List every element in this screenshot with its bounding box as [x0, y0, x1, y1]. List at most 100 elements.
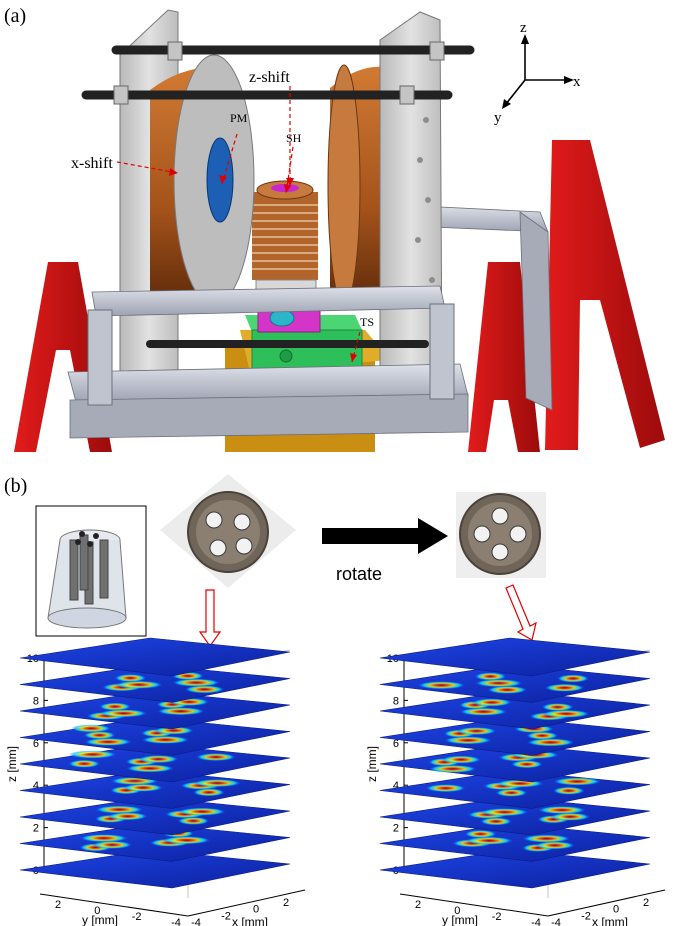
slice-plane: [19, 690, 291, 730]
phantom-3d-inset: [35, 505, 147, 637]
rod-nuts: [113, 41, 445, 105]
hollow-arrow-left: [198, 589, 222, 648]
x-tick-label: -4: [191, 917, 201, 926]
x-tick-label: 0: [613, 904, 619, 916]
intensity-spot: [474, 679, 523, 688]
y-tick-label: 2: [415, 899, 421, 911]
intensity-spot: [95, 805, 144, 814]
intensity-spot: [68, 759, 101, 768]
intensity-spot: [534, 841, 575, 850]
label-sh: SH: [286, 131, 302, 145]
xy-slice: [19, 743, 291, 783]
triad-y-label: y: [494, 110, 502, 126]
xy-slice: [379, 637, 651, 677]
intensity-spot: [192, 788, 225, 797]
intensity-spot: [114, 680, 163, 689]
slice-plane: [19, 796, 291, 836]
xy-slice: [19, 796, 291, 836]
intensity-spot: [557, 674, 589, 683]
y-tick-label: -2: [492, 911, 502, 923]
phantom-photo-rotated: [456, 492, 546, 578]
label-pm: PM: [230, 111, 248, 125]
hollow-arrow-right: [505, 584, 537, 641]
intensity-spot: [84, 737, 132, 746]
xy-slice: [379, 823, 651, 862]
xy-slice: [379, 796, 651, 836]
label-x-shift: x-shift: [71, 155, 113, 172]
x-tick-label: -2: [221, 910, 231, 922]
slice-plane: [379, 690, 651, 730]
y-axis-line: [399, 893, 549, 917]
slice-plane: [379, 849, 651, 889]
intensity-spot: [464, 829, 497, 838]
x-tick-label: -2: [581, 910, 591, 922]
slice-plane: [379, 796, 651, 836]
xy-slice: [379, 664, 651, 703]
slice-plane: [19, 849, 291, 889]
xy-slice: [379, 770, 651, 809]
intensity-spot: [114, 674, 147, 683]
x-tick-label: 0: [253, 904, 259, 916]
apparatus-render: x-shift PM z-shift SH TS z x y (a): [4, 5, 665, 452]
z-tick-label: 6: [33, 738, 39, 750]
phantom-photo-original: [160, 474, 296, 588]
intensity-spot: [541, 703, 574, 712]
xy-slice: [19, 664, 291, 703]
xy-slice: [379, 849, 651, 889]
xy-slice: [379, 690, 651, 730]
y-tick-label: 0: [94, 905, 100, 917]
y-axis-label: y [mm]: [82, 913, 118, 926]
xy-slice: [19, 770, 291, 809]
triad-x-label: x: [573, 74, 581, 90]
z-tick-label: 2: [393, 823, 399, 835]
intensity-spot: [71, 724, 112, 733]
xy-slice: [19, 717, 291, 756]
rail-frame-front: [67, 285, 469, 439]
x-tick-label: 2: [643, 897, 649, 909]
intensity-spot: [522, 834, 571, 843]
axes-triad-arrowheads: [502, 34, 574, 109]
y-axis-line: [39, 893, 189, 917]
z-tick-label: 6: [393, 738, 399, 750]
panel-b-label: (b): [4, 475, 27, 497]
intensity-spot: [553, 777, 602, 786]
intensity-spot: [153, 726, 194, 735]
intensity-spot: [471, 698, 512, 707]
z-tick-label: 4: [393, 780, 399, 792]
intensity-spot: [99, 709, 148, 718]
intensity-spot: [537, 806, 586, 815]
slice-plane: [379, 823, 651, 862]
z-tick-label: 2: [33, 823, 39, 835]
y-tick-label: 2: [55, 899, 61, 911]
intensity-spot: [474, 672, 507, 681]
x-axis-label: x [mm]: [232, 915, 268, 926]
x-axis-line: [547, 889, 666, 917]
intensity-spot: [195, 753, 236, 762]
intensity-spot: [99, 702, 131, 711]
slice-plane: [379, 637, 651, 677]
intensity-spot: [459, 707, 508, 716]
intensity-spot: [480, 808, 529, 817]
intensity-spot: [156, 707, 205, 716]
red-frame-right: [468, 140, 665, 452]
intensity-spot: [177, 816, 210, 825]
intensity-spot: [172, 678, 221, 687]
intensity-spot: [123, 783, 163, 792]
sample-holder: [252, 180, 318, 295]
y-tick-label: -2: [132, 911, 142, 923]
left-coil: [150, 54, 255, 306]
xy-slice: [379, 717, 651, 756]
panel-b-canvas: (b) rotate: [4, 474, 666, 926]
intensity-spot: [177, 807, 226, 816]
panel-a-label: (a): [4, 5, 26, 27]
intensity-spot: [193, 779, 242, 788]
y-tick-label: -4: [531, 917, 541, 926]
xy-slice: [19, 849, 291, 889]
intensity-spot: [417, 681, 466, 690]
xy-slice: [19, 637, 291, 677]
intensity-spot: [542, 709, 590, 718]
z-tick-label: 8: [393, 695, 399, 707]
panel-a-apparatus: x-shift PM z-shift SH TS z x y (a): [0, 0, 685, 455]
